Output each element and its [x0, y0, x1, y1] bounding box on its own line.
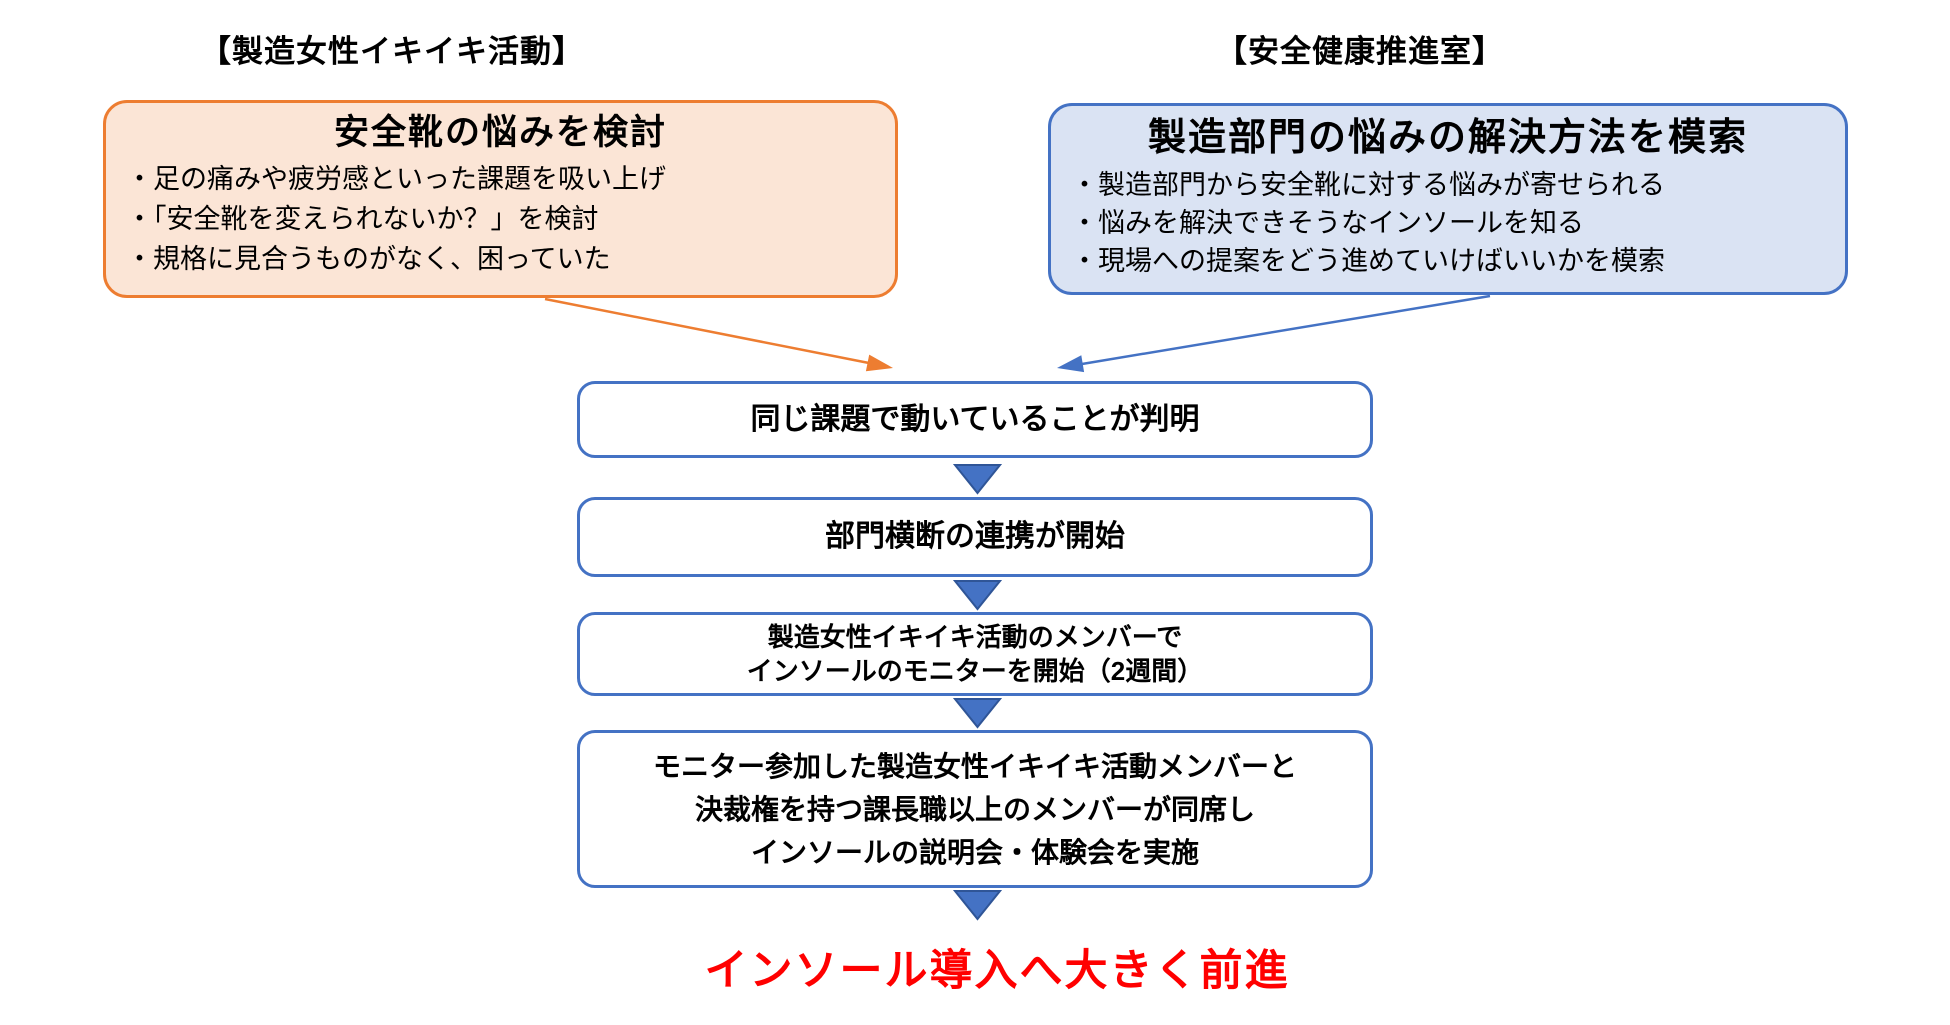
flow-step-box: モニター参加した製造女性イキイキ活動メンバーと 決裁権を持つ課長職以上のメンバー… — [577, 730, 1373, 888]
blue-panel-bullets: ・製造部門から安全靴に対する悩みが寄せられる ・悩みを解決できそうなインソールを… — [1071, 166, 1825, 280]
right-connector-line — [1075, 294, 1491, 367]
blue-panel: 製造部門の悩みの解決方法を模索 ・製造部門から安全靴に対する悩みが寄せられる ・… — [1048, 103, 1848, 295]
flow-step-text: インソールの説明会・体験会を実施 — [750, 836, 1199, 868]
left-connector-arrow — [544, 297, 893, 372]
right-arrowhead-icon — [1057, 355, 1085, 373]
flow-step-box: 同じ課題で動いていることが判明 — [577, 381, 1373, 458]
result-text: インソール導入へ大きく前進 — [704, 947, 1290, 995]
left-column-header: 【製造女性イキイキ活動】 — [200, 34, 584, 69]
down-arrow-icon — [952, 698, 1003, 729]
right-column-header: 【安全健康推進室】 — [1216, 34, 1504, 69]
down-arrow-icon — [952, 464, 1003, 495]
bullet-item: ・製造部門から安全靴に対する悩みが寄せられる — [1071, 170, 1665, 200]
orange-panel-bullets: ・足の痛みや疲労感といった課題を吸い上げ ・「安全靴を変えられないか？」を検討 … — [126, 159, 875, 279]
flow-step-text: インソールのモニターを開始（2週間） — [746, 656, 1204, 686]
flow-step-text: 部門横断の連携が開始 — [825, 520, 1125, 553]
left-connector-line — [544, 297, 875, 366]
orange-panel: 安全靴の悩みを検討 ・足の痛みや疲労感といった課題を吸い上げ ・「安全靴を変えら… — [103, 100, 898, 298]
bullet-item: ・「安全靴を変えられないか？」を検討 — [126, 204, 599, 234]
flow-step-text: 製造女性イキイキ活動のメンバーで — [767, 622, 1183, 652]
blue-panel-title: 製造部門の悩みの解決方法を模索 — [1147, 117, 1748, 159]
bullet-item: ・規格に見合うものがなく、困っていた — [126, 244, 611, 274]
flow-step-box: 製造女性イキイキ活動のメンバーで インソールのモニターを開始（2週間） — [577, 612, 1373, 696]
down-arrow-icon — [952, 890, 1003, 921]
bullet-item: ・足の痛みや疲労感といった課題を吸い上げ — [126, 164, 666, 194]
left-arrowhead-icon — [865, 354, 893, 372]
flow-step-box: 部門横断の連携が開始 — [577, 497, 1373, 577]
flow-step-text: モニター参加した製造女性イキイキ活動メンバーと — [652, 750, 1297, 782]
bullet-item: ・現場への提案をどう進めていけばいいかを模索 — [1071, 246, 1665, 276]
down-arrow-icon — [952, 580, 1003, 611]
right-connector-arrow — [1057, 294, 1491, 373]
flow-step-text: 決裁権を持つ課長職以上のメンバーが同席し — [694, 793, 1255, 825]
flow-step-text: 同じ課題で動いていることが判明 — [750, 402, 1200, 436]
orange-panel-title: 安全靴の悩みを検討 — [333, 113, 667, 152]
bullet-item: ・悩みを解決できそうなインソールを知る — [1071, 208, 1584, 238]
